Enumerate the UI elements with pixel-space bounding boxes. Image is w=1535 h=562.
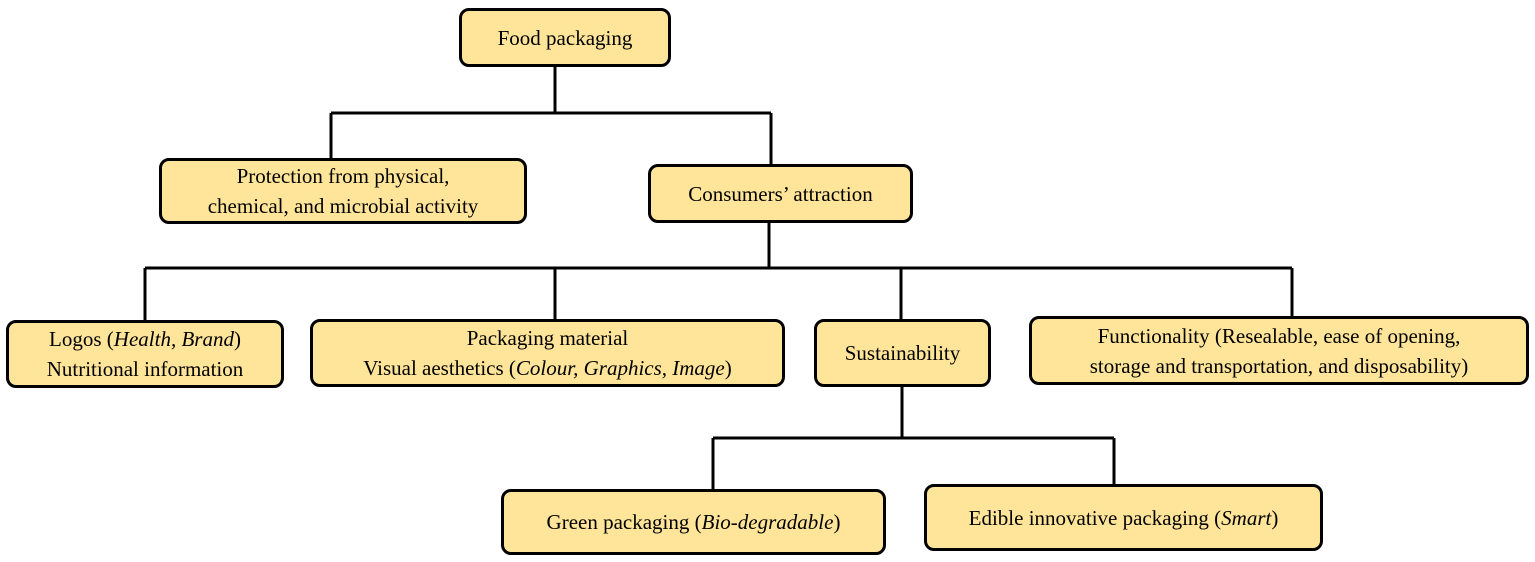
logos-prefix: Logos ( — [49, 327, 114, 351]
green-prefix: Green packaging ( — [546, 510, 702, 534]
green-packaging-node: Green packaging (Bio-degradable) — [501, 489, 886, 555]
functionality-line-2: storage and transportation, and disposab… — [1089, 353, 1469, 378]
edible-packaging-label: Edible innovative packaging (Smart) — [969, 503, 1279, 533]
logos-line-1: Logos (Health, Brand) — [49, 324, 241, 354]
functionality-node: Functionality (Resealable, ease of openi… — [1029, 316, 1529, 385]
protection-line-1: Protection from physical, — [236, 164, 450, 188]
aesthetics-suffix: ) — [724, 356, 732, 380]
sustainability-label: Sustainability — [844, 341, 961, 365]
logos-suffix: ) — [233, 327, 241, 351]
protection-node: Protection from physical, chemical, and … — [159, 158, 527, 224]
edible-packaging-node: Edible innovative packaging (Smart) — [924, 484, 1323, 551]
logos-node: Logos (Health, Brand) Nutritional inform… — [6, 320, 284, 388]
food-packaging-node: Food packaging — [459, 8, 671, 67]
sustainability-node: Sustainability — [814, 319, 991, 387]
aesthetics-italic: Colour, Graphics, Image — [515, 356, 725, 380]
green-packaging-label: Green packaging (Bio-degradable) — [547, 507, 841, 537]
food-packaging-label: Food packaging — [497, 25, 633, 50]
aesthetics-prefix: Visual aesthetics ( — [363, 356, 516, 380]
packaging-material-line-2: Visual aesthetics (Colour, Graphics, Ima… — [363, 353, 732, 383]
packaging-material-node: Packaging material Visual aesthetics (Co… — [310, 319, 785, 387]
green-suffix: ) — [833, 510, 841, 534]
consumers-attraction-node: Consumers’ attraction — [648, 164, 913, 223]
consumers-attraction-label: Consumers’ attraction — [688, 181, 873, 206]
functionality-line-1: Functionality (Resealable, ease of openi… — [1097, 323, 1461, 348]
edible-suffix: ) — [1271, 505, 1279, 530]
logos-line-2: Nutritional information — [46, 357, 244, 381]
protection-line-2: chemical, and microbial activity — [207, 194, 479, 218]
edible-italic: Smart — [1221, 505, 1272, 530]
green-italic: Bio-degradable — [701, 510, 834, 534]
edible-prefix: Edible innovative packaging ( — [968, 505, 1222, 530]
packaging-material-line-1: Packaging material — [466, 326, 629, 350]
logos-italic: Health, Brand — [113, 327, 234, 351]
